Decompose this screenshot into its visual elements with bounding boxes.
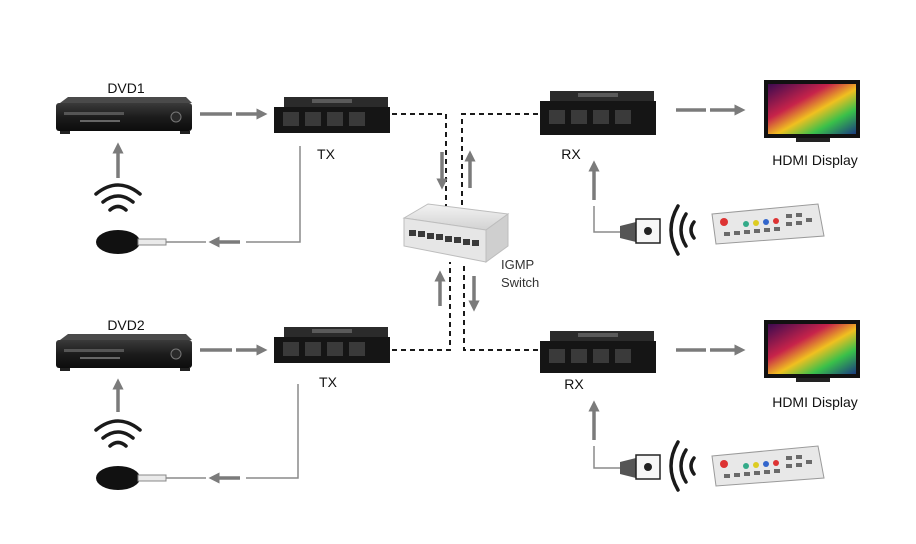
tx2-unit: [274, 327, 390, 363]
tx2-label: TX: [319, 374, 337, 390]
tx1-label: TX: [317, 146, 335, 162]
flow-arrows: [112, 104, 746, 484]
dvd2-label: DVD2: [107, 317, 145, 333]
link-rx1-switch: [461, 113, 538, 206]
switch-label-line1: IGMP: [501, 257, 535, 272]
ir-emitter-1: [96, 230, 167, 254]
switch-label-line2: Switch: [501, 275, 540, 290]
hdmi-display-2: [764, 320, 860, 382]
ir-emitter-2: [96, 466, 167, 490]
link-tx2-switch: [392, 262, 451, 351]
rx2-label: RX: [564, 376, 584, 392]
dvd2-player: [56, 334, 192, 371]
remote-control-2: [711, 445, 825, 487]
remote-control-1: [711, 203, 825, 245]
link-tx1-switch: [392, 113, 447, 206]
tx1-unit: [274, 97, 390, 133]
display1-label: HDMI Display: [772, 152, 858, 168]
rx1-label: RX: [561, 146, 581, 162]
ir-wave-icon-right-2: [669, 440, 696, 492]
rx1-unit: [540, 91, 656, 135]
hdmi-display-1: [764, 80, 860, 142]
dvd1-label: DVD1: [107, 80, 145, 96]
dvd1-player: [56, 97, 192, 134]
igmp-switch: [402, 203, 510, 263]
ir-wave-icon-left-2: [94, 419, 142, 448]
ir-wave-icon-left-1: [94, 183, 142, 212]
ir-receiver-1: [593, 206, 661, 244]
display2-label: HDMI Display: [772, 394, 858, 410]
ir-wave-icon-right-1: [669, 204, 696, 256]
link-rx2-switch: [463, 262, 538, 351]
network-links: [392, 113, 538, 351]
ir-return-lines: [166, 146, 301, 479]
rx2-unit: [540, 331, 656, 373]
ir-receiver-2: [593, 446, 661, 480]
